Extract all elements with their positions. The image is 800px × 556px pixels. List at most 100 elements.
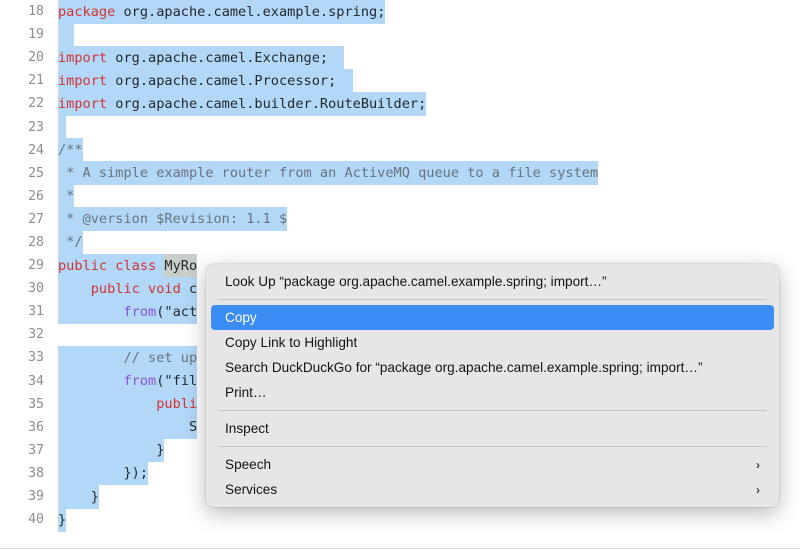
menu-item-copy-link-to-highlight[interactable]: Copy Link to Highlight: [211, 330, 774, 355]
code-text: [58, 115, 800, 140]
menu-separator: [218, 299, 767, 300]
code-text: }: [58, 507, 800, 532]
line-number: 26: [28, 188, 44, 204]
code-text: publi: [58, 392, 800, 417]
code-line: 39 }: [0, 484, 800, 509]
code-token: from: [123, 369, 157, 394]
code-token: MyRo: [164, 253, 198, 278]
code-token: public void: [90, 276, 189, 301]
menu-item-inspect[interactable]: Inspect: [211, 416, 774, 441]
code-line: 35 publi: [0, 392, 800, 417]
line-number: 20: [28, 50, 44, 66]
menu-item-label: Services: [225, 482, 278, 497]
chevron-right-icon: ›: [756, 482, 760, 497]
code-text: public void c: [58, 276, 800, 301]
line-number: 19: [28, 27, 44, 43]
code-text: from("act: [58, 299, 800, 324]
code-token: c: [188, 276, 198, 301]
code-line: 38 });: [0, 461, 800, 486]
code-text: package org.apache.camel.example.spring;: [58, 0, 800, 24]
code-token: from: [123, 299, 157, 324]
code-line: 30 public void c: [0, 276, 800, 301]
menu-item-label: Copy: [225, 310, 257, 325]
code-line: 27 * @version $Revision: 1.1 $: [0, 207, 800, 232]
code-line: 26 *: [0, 184, 800, 209]
code-text: public class MyRo: [58, 253, 800, 278]
code-text: import org.apache.camel.builder.RouteBui…: [58, 91, 800, 116]
code-token: });: [58, 461, 149, 486]
code-line: 32: [0, 323, 800, 346]
menu-item-label: Inspect: [225, 421, 269, 436]
line-number: 33: [28, 350, 44, 366]
code-line: 29 public class MyRo: [0, 253, 800, 278]
code-token: org.apache.camel.builder.RouteBuilder;: [107, 91, 427, 116]
code-line: 24 /**: [0, 138, 800, 163]
line-number: 38: [28, 465, 44, 481]
code-text: // set up: [58, 345, 800, 370]
code-line: 19: [0, 22, 800, 47]
code-text: }: [58, 438, 800, 463]
context-menu[interactable]: Look Up “package org.apache.camel.exampl…: [206, 264, 779, 507]
menu-item-label: Search DuckDuckGo for “package org.apach…: [225, 360, 703, 375]
code-line: 37 }: [0, 438, 800, 463]
code-token: S: [58, 415, 198, 440]
code-line: 23: [0, 115, 800, 140]
code-token: ("fil: [156, 369, 198, 394]
code-text: import org.apache.camel.Processor;: [58, 68, 800, 93]
code-line: 40}: [0, 507, 800, 532]
code-token: ("act: [156, 299, 198, 324]
line-number: 37: [28, 442, 44, 458]
menu-item-label: Speech: [225, 457, 272, 472]
code-token: }: [58, 438, 165, 463]
menu-item-services[interactable]: Services ›: [211, 477, 774, 502]
code-token: [58, 22, 75, 47]
code-text: from("fil: [58, 369, 800, 394]
code-text: */: [58, 230, 800, 255]
code-token: public class: [58, 253, 165, 278]
menu-item-speech[interactable]: Speech ›: [211, 452, 774, 477]
code-token: /**: [58, 138, 83, 163]
code-token: package: [58, 0, 116, 24]
code-text: import org.apache.camel.Exchange;: [58, 45, 800, 70]
line-number: 24: [28, 142, 44, 158]
code-token: [58, 299, 124, 324]
line-number: 31: [28, 304, 44, 320]
line-number: 21: [28, 73, 44, 89]
code-token: *: [58, 184, 75, 209]
menu-item-label: Print…: [225, 385, 267, 400]
line-number: 40: [28, 512, 44, 528]
code-line: 33 // set up: [0, 345, 800, 370]
line-number: 32: [28, 327, 44, 343]
menu-item-label: Look Up “package org.apache.camel.exampl…: [225, 274, 607, 289]
menu-item-search-duckduckgo[interactable]: Search DuckDuckGo for “package org.apach…: [211, 355, 774, 380]
code-token: import: [58, 68, 108, 93]
code-token: import: [58, 91, 108, 116]
line-number: 35: [28, 396, 44, 412]
menu-item-print[interactable]: Print…: [211, 380, 774, 405]
code-line: 36 S: [0, 415, 800, 440]
code-line: 21 import org.apache.camel.Processor;: [0, 68, 800, 93]
code-line: 34 from("fil: [0, 369, 800, 394]
menu-separator: [218, 410, 767, 411]
code-token: * @version $Revision: 1.1 $: [58, 207, 288, 232]
code-token: * A simple example router from an Active…: [58, 161, 599, 186]
line-number: 22: [28, 96, 44, 112]
line-number: 25: [28, 165, 44, 181]
menu-item-look-up[interactable]: Look Up “package org.apache.camel.exampl…: [211, 269, 774, 294]
code-token: org.apache.camel.example.spring;: [115, 0, 386, 24]
code-text: S: [58, 415, 800, 440]
line-number: 29: [28, 258, 44, 274]
line-number: 36: [28, 419, 44, 435]
code-token: [58, 345, 124, 370]
line-number: 30: [28, 281, 44, 297]
code-line: 28 */: [0, 230, 800, 255]
code-token: org.apache.camel.Exchange;: [107, 45, 345, 70]
code-token: [58, 392, 157, 417]
line-number: 28: [28, 234, 44, 250]
line-number: 18: [28, 4, 44, 20]
menu-item-copy[interactable]: Copy: [211, 305, 774, 330]
code-token: }: [58, 484, 99, 509]
menu-item-label: Copy Link to Highlight: [225, 335, 358, 350]
code-text: * A simple example router from an Active…: [58, 161, 800, 186]
chevron-right-icon: ›: [756, 457, 760, 472]
